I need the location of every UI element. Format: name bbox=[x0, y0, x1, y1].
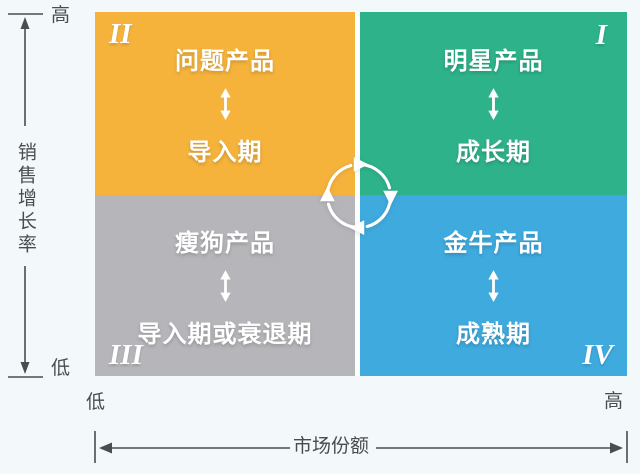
quadrant-numeral: III bbox=[109, 339, 143, 371]
quadrant-dog-products: III 瘦狗产品 导入期或衰退期 bbox=[95, 195, 355, 376]
y-axis-high-label: 高 bbox=[51, 5, 71, 26]
stage-label: 成熟期 bbox=[456, 320, 531, 348]
x-axis-line bbox=[94, 431, 628, 463]
product-label: 瘦狗产品 bbox=[175, 229, 275, 257]
y-axis-title: 销售增长率 bbox=[14, 142, 36, 257]
x-axis-title: 市场份额 bbox=[292, 436, 369, 457]
quadrant-numeral: I bbox=[595, 19, 607, 51]
x-axis-low-label: 低 bbox=[86, 392, 106, 413]
quadrant-question-products: II 问题产品 导入期 bbox=[95, 12, 355, 195]
up-down-arrow-icon bbox=[488, 87, 499, 120]
up-down-arrow-icon bbox=[219, 87, 231, 120]
quadrant-numeral: II bbox=[109, 18, 132, 50]
stage-label: 导入期 bbox=[187, 138, 263, 166]
up-down-arrow-icon bbox=[219, 269, 231, 302]
quadrant-divider bbox=[355, 12, 360, 376]
quadrant-numeral: IV bbox=[582, 339, 613, 371]
y-axis-low-label: 低 bbox=[51, 358, 71, 379]
x-axis-high-label: 高 bbox=[604, 391, 624, 412]
y-axis-line bbox=[8, 13, 43, 378]
product-label: 金牛产品 bbox=[443, 229, 544, 257]
quadrant-star-products: I 明星产品 成长期 bbox=[360, 12, 627, 195]
quadrant-cash-cow-products: IV 金牛产品 成熟期 bbox=[360, 195, 627, 376]
up-down-arrow-icon bbox=[488, 269, 499, 302]
stage-label: 导入期或衰退期 bbox=[137, 320, 313, 348]
product-label: 问题产品 bbox=[175, 47, 275, 75]
cycle-arrows-icon bbox=[320, 157, 398, 235]
product-label: 明星产品 bbox=[443, 47, 544, 75]
stage-label: 成长期 bbox=[456, 138, 531, 166]
